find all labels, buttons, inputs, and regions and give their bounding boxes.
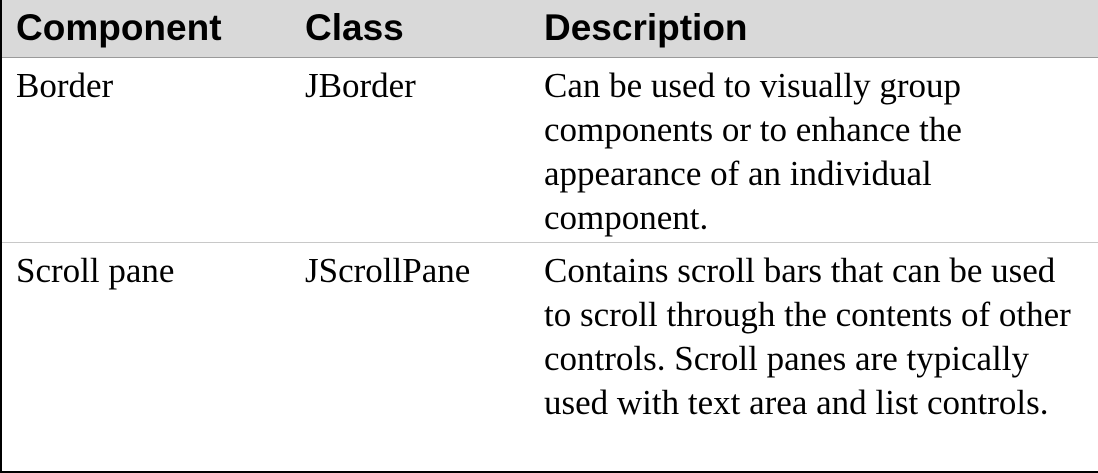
row-2-class: JScrollPane: [305, 251, 471, 290]
row-2-description: Contains scroll bars that can be used to…: [544, 251, 1071, 422]
header-component: Component: [16, 7, 222, 48]
header-class: Class: [305, 7, 404, 48]
table-header: Component Class Description: [2, 0, 1098, 58]
header-description: Description: [544, 7, 748, 48]
row-divider: [2, 242, 1098, 243]
row-1-description: Can be used to visually group components…: [544, 66, 962, 237]
row-2-component: Scroll pane: [16, 251, 175, 290]
row-1-component: Border: [16, 66, 114, 105]
row-1-class: JBorder: [305, 66, 416, 105]
